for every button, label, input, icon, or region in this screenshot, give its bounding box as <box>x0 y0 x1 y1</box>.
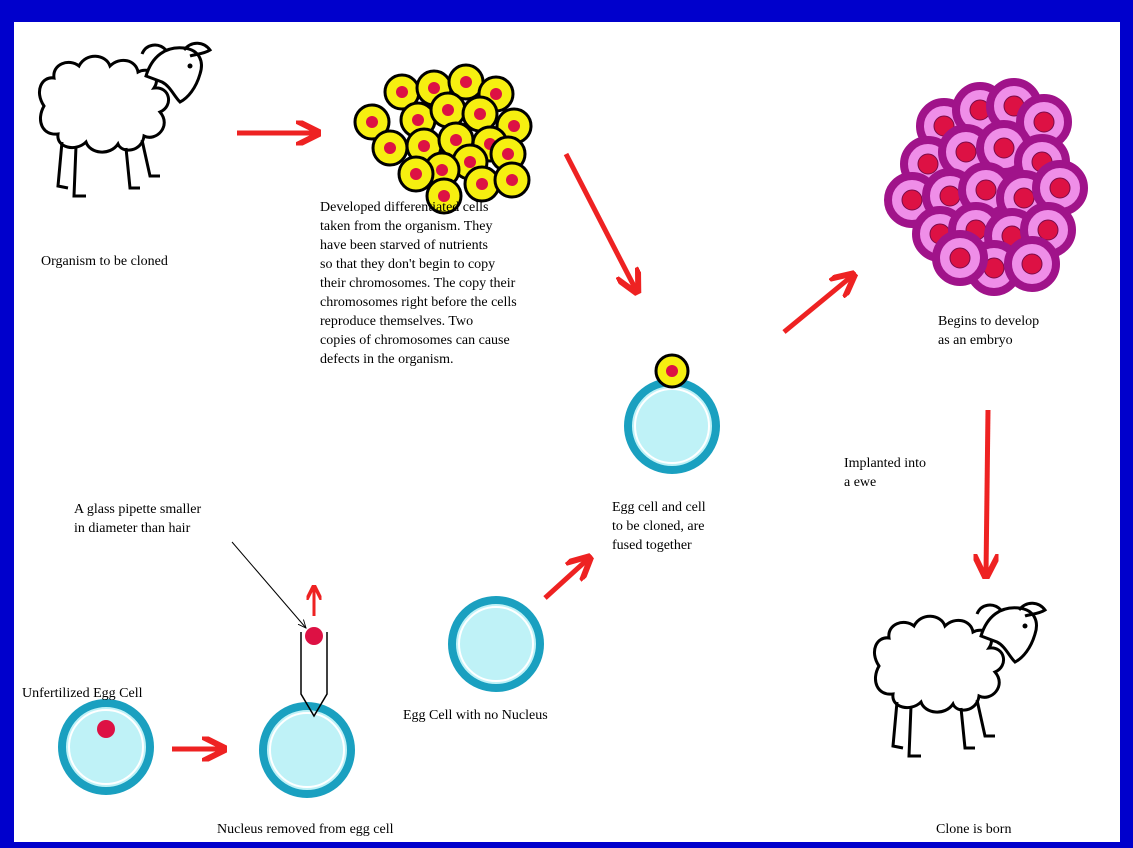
label-pipette: A glass pipette smaller in diameter than… <box>74 500 201 538</box>
label-organism: Organism to be cloned <box>41 252 168 271</box>
embryo-cluster <box>888 82 1084 292</box>
sheep-original <box>39 43 210 196</box>
egg-cell-no-nucleus <box>452 600 540 688</box>
label-no-nucleus: Egg Cell with no Nucleus <box>403 706 548 725</box>
arrow-egg-to-embryo <box>784 276 852 332</box>
label-embryo: Begins to develop as an embryo <box>938 312 1039 350</box>
label-differentiated-cells: Developed differentiated cells taken fro… <box>320 198 517 369</box>
arrow-embryo-to-clone <box>986 410 988 574</box>
egg-cell-fused <box>628 355 716 470</box>
glass-pipette <box>301 588 327 716</box>
label-clone: Clone is born <box>936 820 1011 839</box>
cloning-diagram: Organism to be cloned Developed differen… <box>14 22 1120 842</box>
arrow-no-nucleus-to-fused <box>545 559 588 598</box>
label-implanted: Implanted into a ewe <box>844 454 926 492</box>
label-unfertilized: Unfertilized Egg Cell <box>22 684 143 703</box>
egg-cell-unfertilized <box>62 703 150 791</box>
label-fused: Egg cell and cell to be cloned, are fuse… <box>612 498 706 555</box>
label-nucleus-removed: Nucleus removed from egg cell <box>217 820 394 839</box>
egg-cell-pipette <box>263 706 351 794</box>
sheep-clone <box>874 603 1045 756</box>
pipette-pointer-line <box>232 542 306 628</box>
donor-cells <box>355 65 531 213</box>
arrow-cells-to-egg <box>566 154 636 290</box>
diagram-artwork <box>14 22 1120 842</box>
